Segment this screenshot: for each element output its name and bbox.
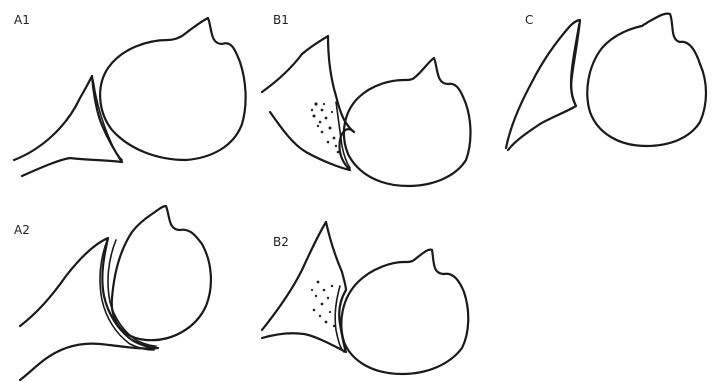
panel-label-a1: A1 [14, 13, 30, 27]
panel-a2: A2 [14, 206, 211, 380]
panel-b2: B2 [262, 222, 468, 374]
glenoid-outline-c [506, 20, 580, 150]
panel-c: C [506, 13, 706, 150]
panel-label-c: C [525, 13, 533, 27]
humeral-head-c [587, 14, 706, 146]
glenoid-cartilage-a1 [93, 80, 122, 160]
glenoid-outline-b1 [262, 36, 354, 170]
panel-label-a2: A2 [14, 223, 30, 237]
panel-label-b2: B2 [273, 235, 289, 249]
stipple-area-b2 [311, 281, 335, 328]
humeral-head-a1 [100, 18, 246, 160]
panel-a1: A1 [14, 13, 246, 176]
panel-label-b1: B1 [273, 13, 289, 27]
humeral-head-b1 [344, 58, 471, 186]
humeral-head-a2 [112, 206, 211, 340]
stipple-area-b1 [311, 102, 340, 153]
glenoid-outline-a1 [14, 76, 122, 176]
humeral-head-b2 [341, 250, 468, 374]
panel-b1: B1 [262, 13, 471, 186]
glenoid-outline-a2 [20, 238, 158, 380]
